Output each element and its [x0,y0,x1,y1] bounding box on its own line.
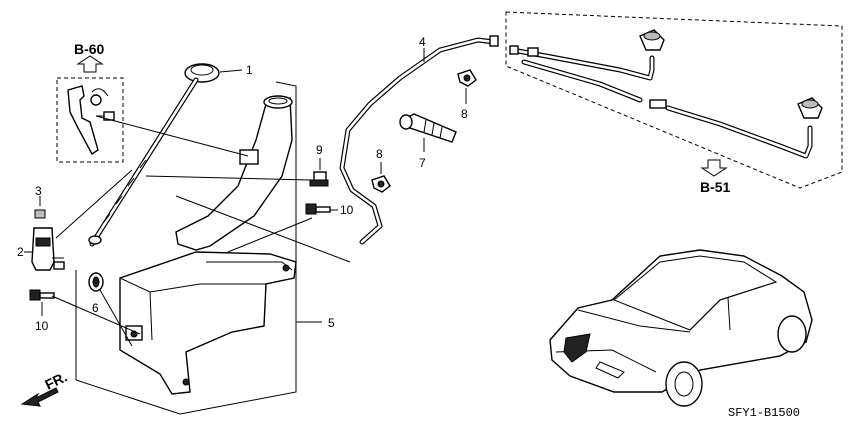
front-label: FR. [42,368,69,392]
down-arrow-icon [700,159,728,177]
grommet-9 [309,171,329,187]
mounting-bracket [67,85,99,156]
washer-pump [31,209,65,271]
vehicle-location-sketch [549,249,813,407]
clip-upper [457,69,477,87]
callout-4[interactable]: 4 [419,35,426,49]
rear-wheel [777,315,807,353]
leader-1 [219,69,243,73]
bracket-inset [56,77,124,163]
b51-reference[interactable]: B-51 [700,159,731,195]
tank-tab-upper [239,149,259,165]
filler-cap-assembly [88,63,220,247]
b60-reference[interactable]: B-60 [74,41,105,73]
filler-cap [184,63,220,83]
callout-1[interactable]: 1 [246,63,253,77]
inset-frame [56,77,124,163]
front-arrow-icon [20,387,59,407]
callout-9[interactable]: 9 [316,143,323,157]
pump-body [31,227,55,271]
diagram-code: SFY1-B1500 [728,406,800,420]
inline-joint [649,99,667,109]
front-direction: FR. [20,368,70,407]
front-wheel [665,361,703,407]
callout-6[interactable]: 6 [92,301,99,315]
grommet [88,272,104,292]
b51-label[interactable]: B-51 [700,179,731,195]
tube-joint [399,113,457,143]
callout-10-right[interactable]: 10 [340,203,354,217]
screw-right [305,203,331,215]
callout-5[interactable]: 5 [328,316,335,330]
callout-2[interactable]: 2 [17,245,24,259]
nozzle-inset-frame [505,11,843,189]
callout-7[interactable]: 7 [419,156,426,170]
tank-body [119,251,297,395]
b60-label[interactable]: B-60 [74,41,105,57]
washer-tube [339,35,499,245]
screw-lower-left [29,289,55,301]
callout-10-left[interactable]: 10 [35,319,49,333]
washer-tank [119,95,297,395]
nozzle-inset [505,11,843,189]
callout-8-upper[interactable]: 8 [461,107,468,121]
pump-seal [34,209,46,219]
car-body [549,249,813,393]
clip-lower [371,175,391,193]
callout-3[interactable]: 3 [35,184,42,198]
up-arrow-icon [76,55,104,73]
tank-group-bracket [75,81,297,415]
reservoir-location-highlight [563,333,591,363]
tank-neck [175,97,293,251]
callout-8-lower[interactable]: 8 [376,147,383,161]
